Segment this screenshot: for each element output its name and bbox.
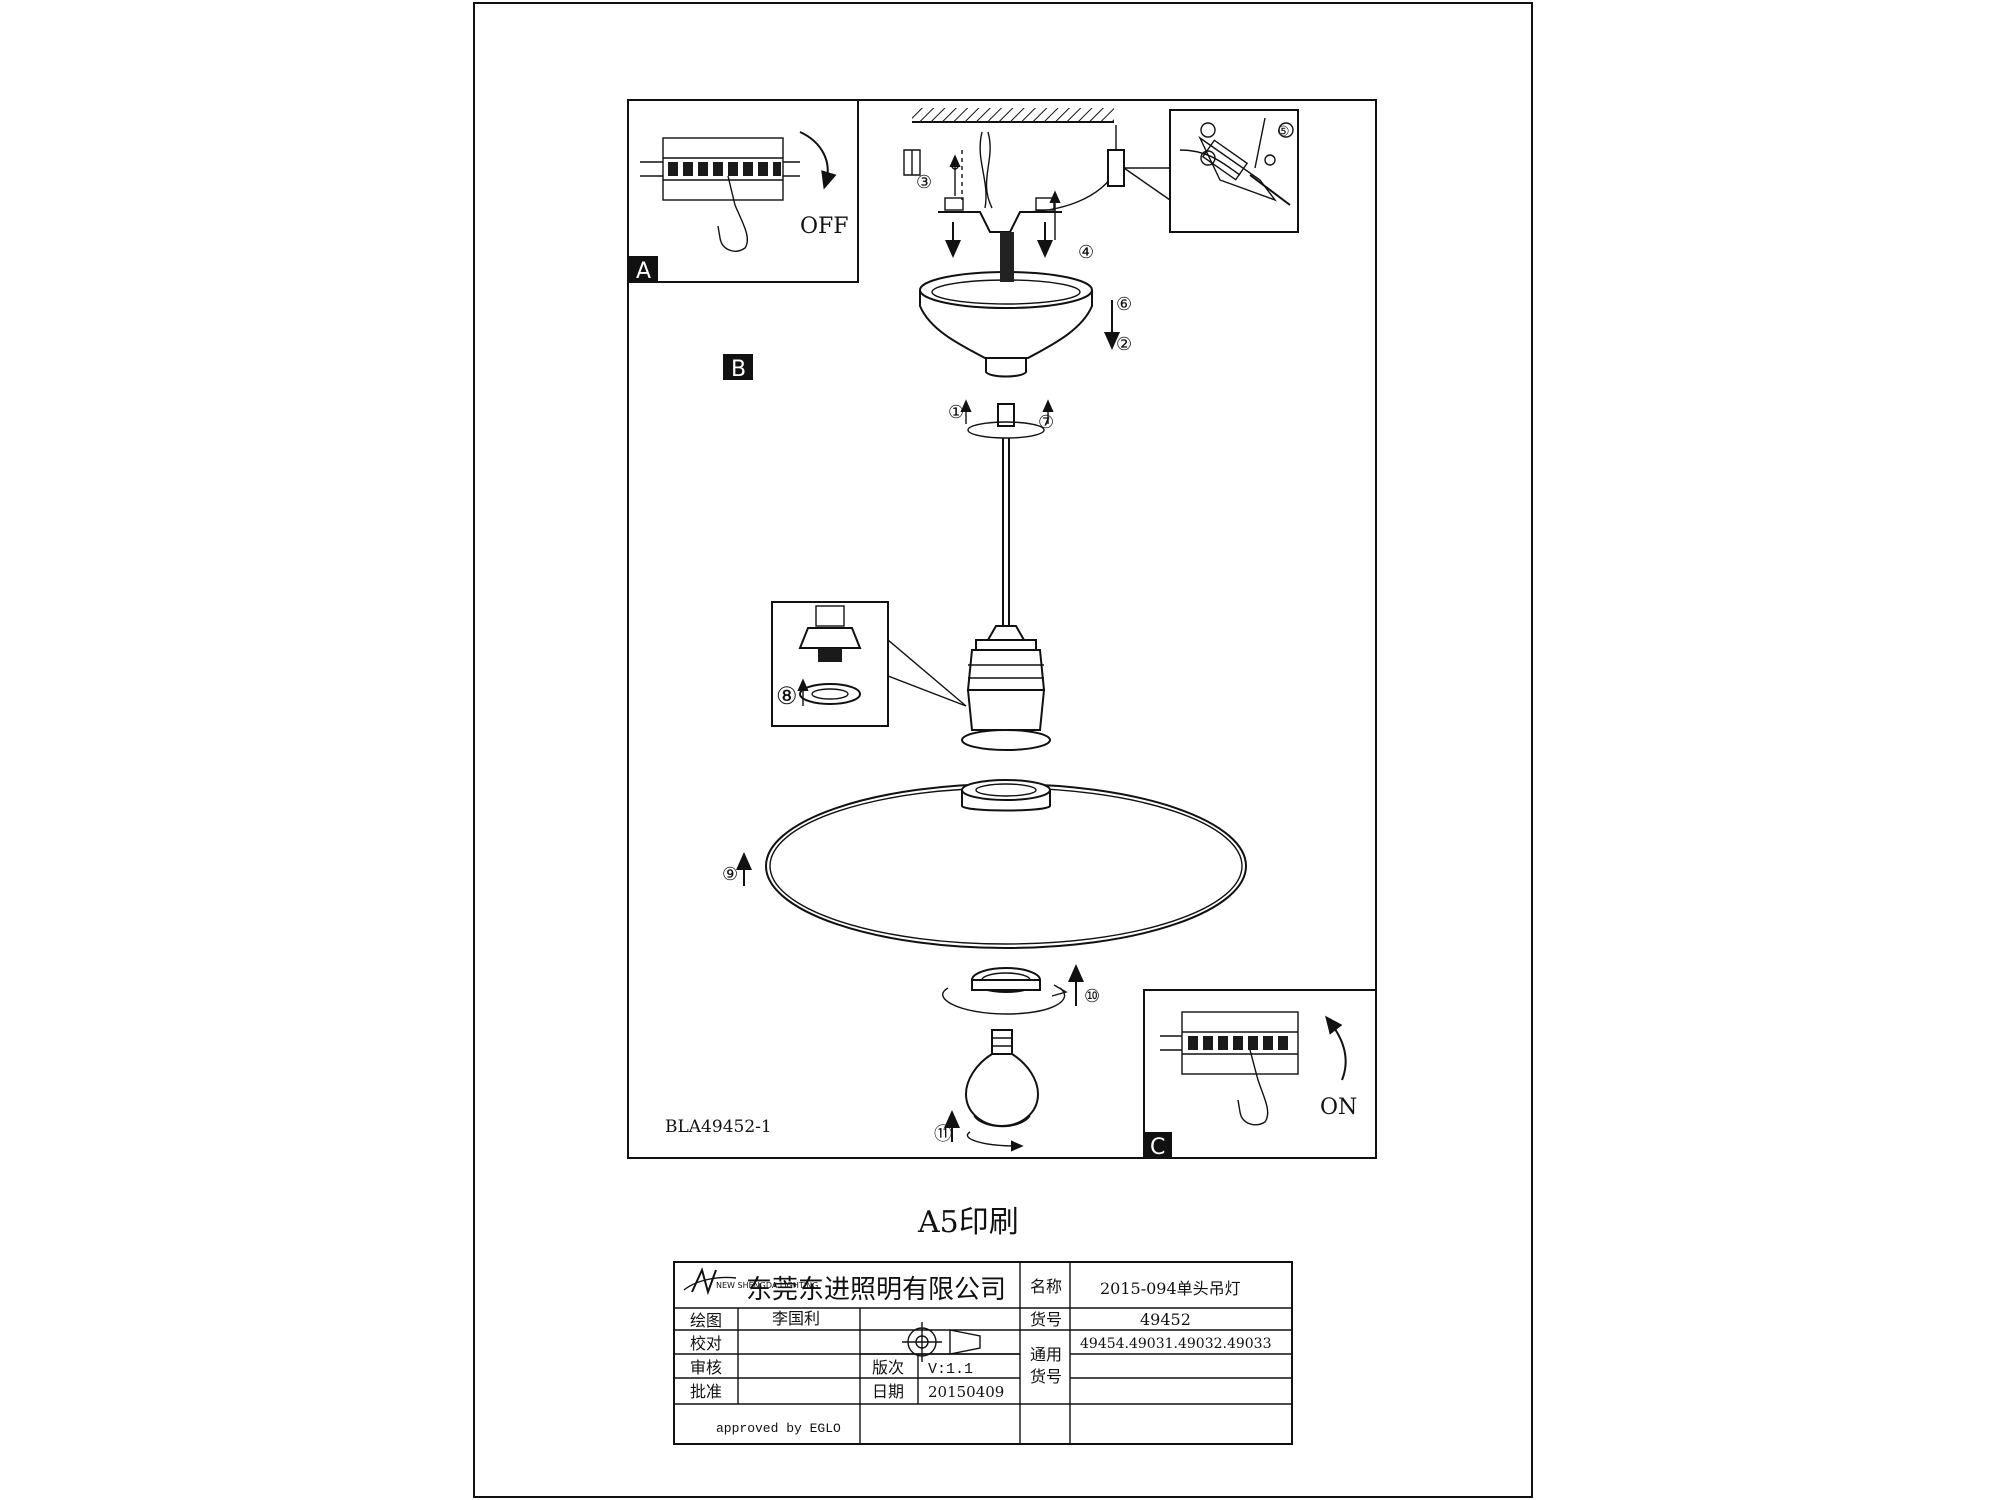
label-check: 校对 xyxy=(690,1334,722,1353)
approved-by: approved by EGLO xyxy=(716,1421,841,1436)
company-name: 东莞东进照明有限公司 xyxy=(746,1275,1006,1305)
panel-b-letter: B xyxy=(731,357,746,382)
step-2: ② xyxy=(1116,334,1132,355)
lock-ring xyxy=(942,967,1068,1015)
model-code: BLA49452-1 xyxy=(665,1117,772,1137)
label-name: 名称 xyxy=(1030,1277,1062,1296)
step-4: ④ xyxy=(1078,242,1094,263)
drill-icon xyxy=(903,149,921,176)
step-3: ③ xyxy=(916,172,932,193)
value-version: V:1.1 xyxy=(928,1361,973,1378)
label-review: 审核 xyxy=(690,1358,722,1377)
drawing-frame xyxy=(627,99,1377,1159)
panel-c-letter: C xyxy=(1150,1135,1165,1160)
panel-a-state: OFF xyxy=(800,214,849,239)
panel-c: ON C xyxy=(1143,989,1377,1160)
label-item: 货号 xyxy=(1030,1310,1062,1329)
step-10: ⑩ xyxy=(1084,986,1100,1007)
hand-icon xyxy=(1237,1049,1269,1126)
panel-a: OFF A xyxy=(627,99,859,284)
step-8: ⑧ xyxy=(776,682,798,710)
rotate-arrow-icon xyxy=(799,131,837,190)
title-block: NEW SHENGDA LIGHTING 东莞东进照明有限公司 绘图 李国利 校… xyxy=(673,1261,1293,1445)
lamp-holder xyxy=(961,625,1051,751)
panel-b: B xyxy=(723,354,753,382)
canopy xyxy=(919,232,1093,378)
print-note: A5印刷 xyxy=(917,1205,1019,1240)
label-version: 版次 xyxy=(872,1358,904,1377)
detail-lampholder-zoom xyxy=(771,601,967,727)
step-5: ⑤ xyxy=(1277,124,1290,140)
lamp-shade xyxy=(765,779,1247,949)
value-date: 20150409 xyxy=(928,1383,1004,1401)
page-border xyxy=(473,2,1533,1498)
rotate-arrow-icon xyxy=(1325,1015,1347,1081)
step-9: ⑨ xyxy=(722,864,738,885)
company-logo: NEW SHENGDA LIGHTING xyxy=(683,1267,818,1296)
connector-icon xyxy=(1107,149,1125,187)
step-1: ① xyxy=(948,402,964,423)
label-date: 日期 xyxy=(872,1382,904,1401)
cable-grip xyxy=(960,399,1054,439)
label-common-1: 通用 xyxy=(1030,1345,1062,1364)
step-7: ⑦ xyxy=(1038,412,1054,433)
terminal-block-icon xyxy=(1160,1011,1299,1075)
projection-symbol-icon xyxy=(902,1322,981,1362)
value-item: 49452 xyxy=(1140,1310,1191,1329)
panel-c-state: ON xyxy=(1320,1095,1357,1120)
hand-icon xyxy=(717,175,749,252)
panel-a-letter: A xyxy=(636,259,651,284)
step-11: ⑪ xyxy=(934,1124,952,1145)
terminal-block-icon xyxy=(640,137,800,201)
step-6: ⑥ xyxy=(1116,294,1132,315)
light-bulb-icon xyxy=(964,1029,1040,1128)
label-common-2: 货号 xyxy=(1030,1367,1062,1386)
label-drawing: 绘图 xyxy=(690,1311,722,1330)
value-name: 2015-094单头吊灯 xyxy=(1100,1279,1241,1298)
svg-text:NEW SHENGDA LIGHTING: NEW SHENGDA LIGHTING xyxy=(716,1281,818,1290)
value-drawing: 李国利 xyxy=(772,1309,820,1328)
label-approve: 批准 xyxy=(690,1382,722,1401)
value-common: 49454.49031.49032.49033 xyxy=(1080,1336,1272,1352)
detail-terminal-zoom xyxy=(1123,109,1299,233)
